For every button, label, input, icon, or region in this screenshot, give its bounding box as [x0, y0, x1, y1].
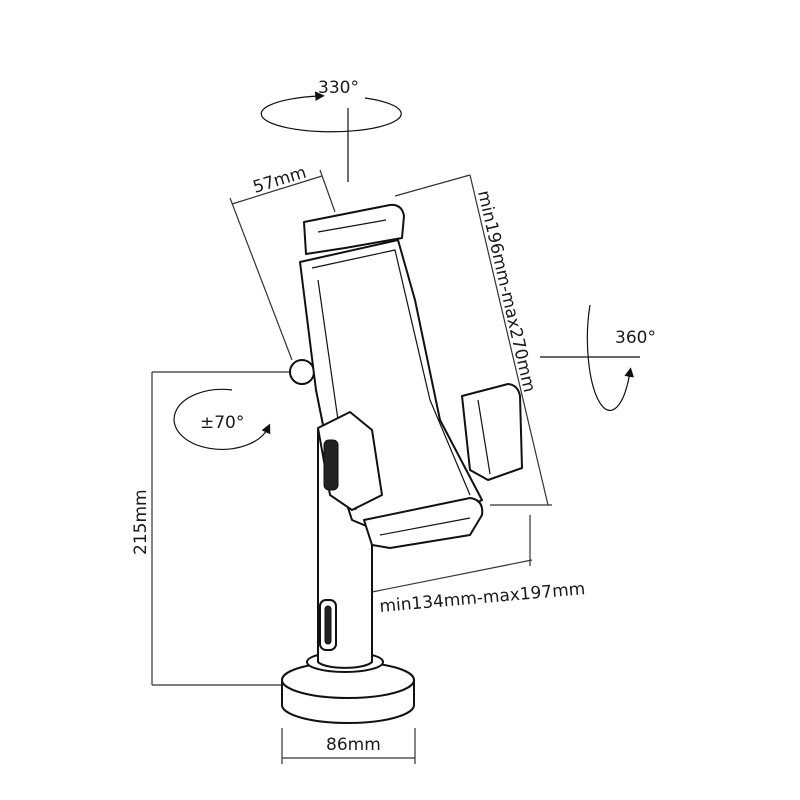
top-clamp — [303, 203, 405, 255]
side-clamp — [461, 383, 523, 481]
rotation-330-indicator: 330° — [260, 78, 402, 182]
rotation-side-label: 360° — [615, 328, 656, 348]
stand-drawing — [281, 203, 523, 724]
bottom-clamp — [363, 497, 484, 549]
length-range-label: min196mm-max270mm — [473, 189, 539, 395]
holder-lock-slot — [323, 439, 339, 491]
depth-label: 57mm — [251, 163, 309, 198]
rotation-arrow-icon — [586, 304, 634, 412]
base-dimension: 86mm — [281, 728, 416, 764]
base-diameter-label: 86mm — [326, 735, 381, 755]
tilt-arrow-icon — [173, 388, 271, 450]
height-dimension: 215mm — [131, 371, 290, 686]
tilt-label: ±70° — [200, 413, 244, 433]
pole-lock-slot — [324, 605, 332, 645]
rotation-360-indicator: 360° — [540, 304, 656, 412]
rotation-arrow-icon — [260, 91, 402, 133]
ball-joint — [289, 359, 315, 385]
rotation-top-label: 330° — [318, 78, 359, 98]
height-label: 215mm — [131, 489, 151, 555]
tilt-indicator: ±70° — [173, 388, 271, 450]
